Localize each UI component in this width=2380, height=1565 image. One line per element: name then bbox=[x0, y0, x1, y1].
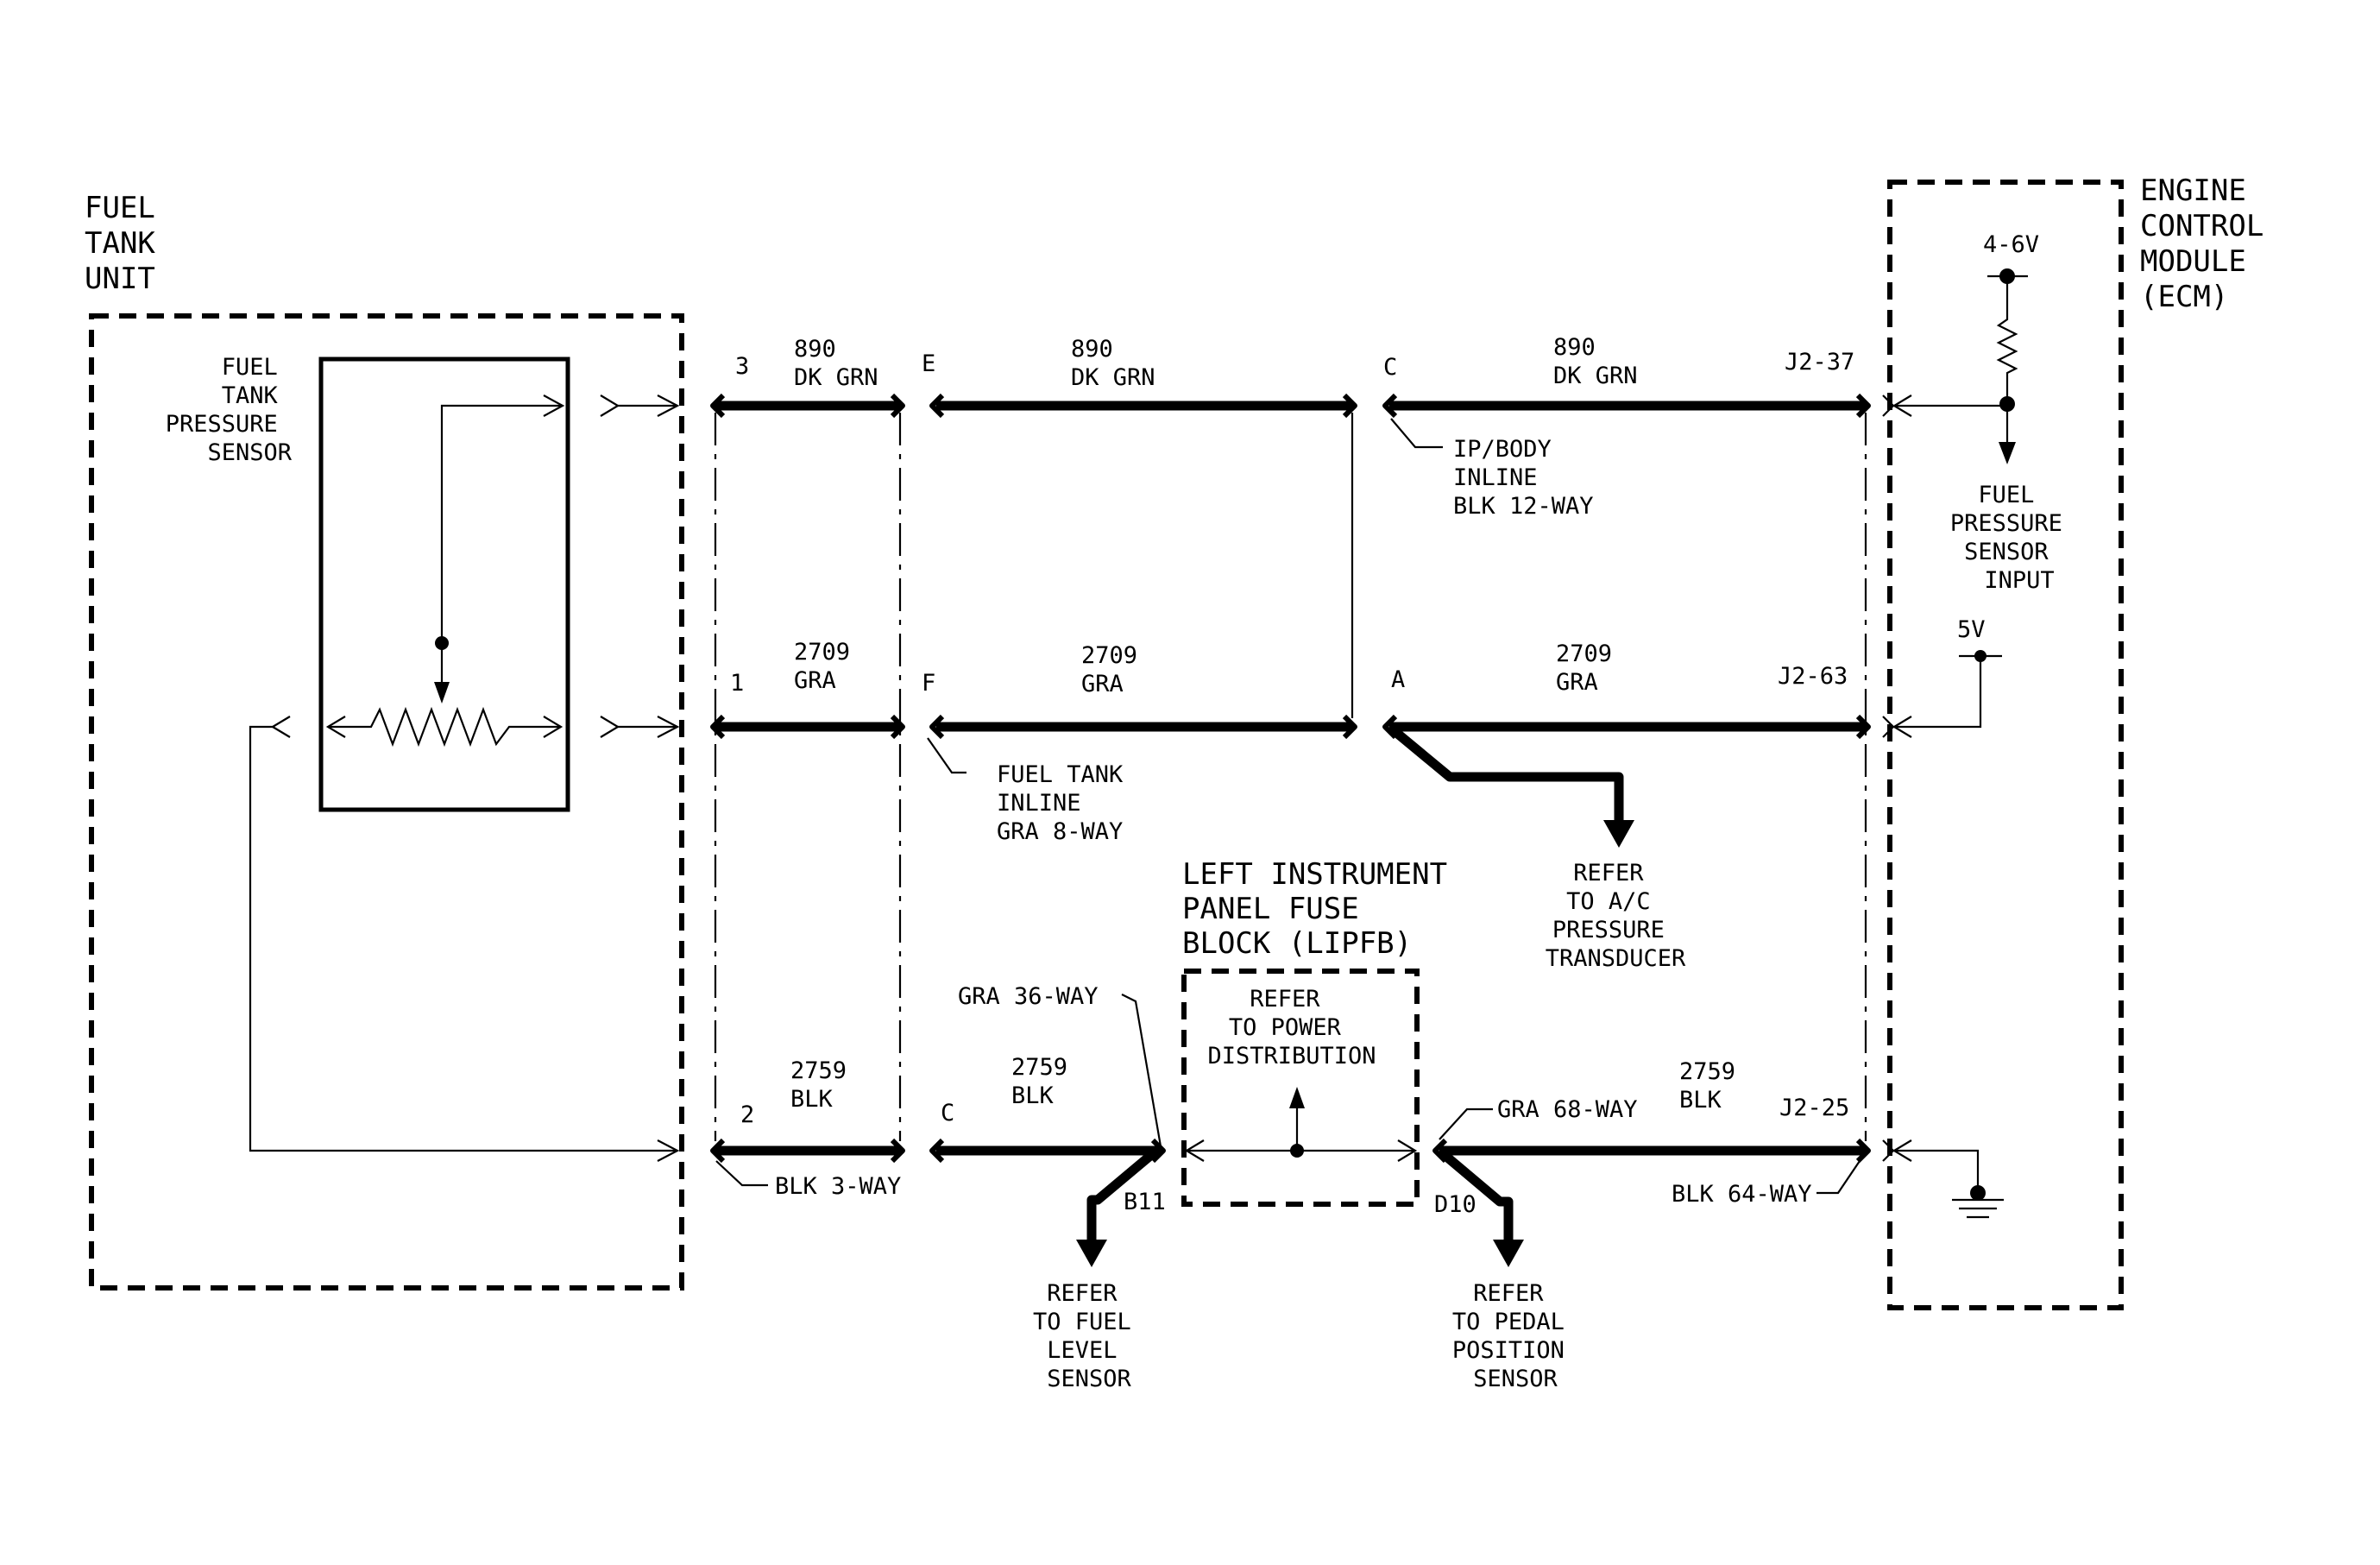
term-2709-conn1 bbox=[890, 714, 905, 740]
term-2759-conn1 bbox=[890, 1138, 905, 1164]
term-890-conn4 bbox=[1382, 393, 1398, 419]
wire-label-2709-b: 2709 GRA bbox=[1081, 642, 1151, 697]
ecm-2759-mark bbox=[1882, 1139, 1895, 1162]
ecm-pullup-resistor bbox=[1996, 276, 2018, 404]
fuel-tank-pressure-sensor-label: FUEL TANK PRESSURE SENSOR bbox=[166, 354, 293, 466]
term-2759-d10 bbox=[1432, 1138, 1448, 1164]
wiper-arrowhead-top bbox=[543, 394, 565, 417]
wire-label-2759-b: 2759 BLK bbox=[1011, 1054, 1081, 1109]
term-2709-conn4 bbox=[1382, 714, 1398, 740]
refer-pedal-position-label: REFER TO PEDAL POSITION SENSOR bbox=[1452, 1280, 1578, 1392]
pedal-branch-arrow bbox=[1493, 1240, 1524, 1267]
gra-36way-label: GRA 36-WAY bbox=[958, 983, 1099, 1010]
pin-3: 3 bbox=[735, 353, 749, 380]
pin-c-right: C bbox=[1383, 354, 1397, 381]
term-890-conn2 bbox=[929, 393, 945, 419]
fuel-tank-unit-box bbox=[89, 313, 684, 1290]
pin-e: E bbox=[922, 350, 935, 377]
ecm-ground-node bbox=[1970, 1185, 1986, 1201]
pin-c-left: C bbox=[941, 1100, 954, 1126]
gra-68way-label: GRA 68-WAY bbox=[1497, 1096, 1638, 1123]
fuel-tank-inline-leader bbox=[927, 737, 966, 774]
tank-ground-lead bbox=[249, 716, 677, 1152]
refer-ac-pressure-label: REFER TO A/C PRESSURE TRANSDUCER bbox=[1546, 860, 1686, 972]
lipfb-label: LEFT INSTRUMENT PANEL FUSE BLOCK (LIPFB) bbox=[1182, 857, 1465, 961]
fuel-level-branch-arrow bbox=[1076, 1240, 1107, 1267]
blk-3way-label: BLK 3-WAY bbox=[775, 1173, 901, 1200]
term-2709-right bbox=[1855, 714, 1871, 740]
pin-j2-63: J2-63 bbox=[1778, 663, 1848, 690]
potentiometer-resistor bbox=[328, 706, 561, 748]
wire-label-2759-c: 2759 BLK bbox=[1679, 1058, 1749, 1114]
wire-label-890-b: 890 DK GRN bbox=[1071, 336, 1155, 391]
tank-conn-top-mark bbox=[600, 394, 620, 417]
refer-power-distribution-label: REFER TO POWER DISTRIBUTION bbox=[1207, 986, 1376, 1070]
gra-68way-leader bbox=[1439, 1107, 1493, 1140]
ecm-box bbox=[1887, 180, 2124, 1310]
wiper-lead bbox=[440, 404, 561, 643]
term-890-right bbox=[1855, 393, 1871, 419]
wire-label-2709-c: 2709 GRA bbox=[1556, 641, 1626, 696]
ip-body-leader bbox=[1390, 418, 1443, 449]
ground-icon bbox=[1952, 1198, 2004, 1219]
voltage-5v-label: 5V bbox=[1957, 616, 1986, 643]
pin-j2-25: J2-25 bbox=[1779, 1095, 1849, 1121]
wire-2759-pedal-branch bbox=[1436, 1146, 1514, 1243]
term-2759-conn2 bbox=[929, 1138, 945, 1164]
fuel-tank-unit-label: FUEL TANK UNIT bbox=[85, 191, 173, 296]
term-890-conn1 bbox=[890, 393, 905, 419]
tank-ground-mark bbox=[272, 726, 291, 738]
resistor-right-arrowhead bbox=[543, 716, 564, 738]
wiper-arrow bbox=[434, 682, 450, 704]
pin-f: F bbox=[922, 670, 935, 697]
term-2709-conn3 bbox=[1342, 714, 1357, 740]
wire-label-890-c: 890 DK GRN bbox=[1553, 334, 1638, 389]
term-2759-b11 bbox=[1150, 1138, 1166, 1164]
term-2759-left bbox=[710, 1138, 726, 1164]
gra-36way-leader bbox=[1121, 994, 1162, 1147]
ecm-2709-lead bbox=[1894, 656, 1982, 729]
lipfb-bus-right-arrow bbox=[1397, 1139, 1418, 1162]
ecm-label: ENGINE CONTROL MODULE (ECM) bbox=[2140, 174, 2282, 314]
voltage-4-6v-label: 4-6V bbox=[1983, 231, 2039, 258]
ac-branch-arrow bbox=[1603, 820, 1634, 848]
ecm-input-arrow bbox=[1999, 442, 2016, 464]
wire-label-2709-a: 2709 GRA bbox=[794, 639, 864, 694]
lipfb-riser-arrow bbox=[1289, 1087, 1305, 1108]
refer-fuel-level-label: REFER TO FUEL LEVEL SENSOR bbox=[1033, 1280, 1145, 1392]
fuel-tank-pressure-sensor-box bbox=[318, 357, 570, 812]
ecm-2759-lead bbox=[1894, 1149, 1980, 1193]
wire-label-2759-a: 2759 BLK bbox=[790, 1057, 860, 1113]
term-2759-right bbox=[1855, 1138, 1871, 1164]
wire-label-890-a: 890 DK GRN bbox=[794, 336, 878, 391]
lipfb-box bbox=[1181, 969, 1420, 1207]
pin-a: A bbox=[1391, 666, 1405, 693]
term-2709-conn2 bbox=[929, 714, 945, 740]
pin-1: 1 bbox=[730, 670, 744, 697]
tank-conn-top-arrow bbox=[657, 394, 680, 417]
tank-ground-arrow bbox=[657, 1139, 680, 1162]
wire-2709-ac-branch bbox=[1386, 723, 1624, 824]
blk-64way-leader bbox=[1816, 1160, 1861, 1195]
term-890-left bbox=[710, 393, 726, 419]
lipfb-bus-left-arrow bbox=[1184, 1139, 1205, 1162]
ip-body-inline-label: IP/BODY INLINE BLK 12-WAY bbox=[1453, 436, 1594, 520]
wire-2759-fuel-level-branch bbox=[1086, 1146, 1160, 1243]
pin-2: 2 bbox=[740, 1101, 754, 1128]
ecm-890-mark bbox=[1882, 394, 1895, 417]
ecm-2709-mark bbox=[1882, 716, 1895, 738]
blk-64way-label: BLK 64-WAY bbox=[1672, 1181, 1812, 1208]
fuel-pressure-sensor-input-label: FUEL PRESSURE SENSOR INPUT bbox=[1950, 482, 2076, 594]
resistor-left-arrowhead bbox=[325, 716, 346, 738]
term-2709-left bbox=[710, 714, 726, 740]
pin-d10: D10 bbox=[1434, 1191, 1476, 1218]
tank-conn-mid-mark bbox=[600, 716, 620, 738]
pin-b11: B11 bbox=[1124, 1189, 1166, 1215]
tank-conn-mid-arrow bbox=[657, 716, 680, 738]
blk-3way-leader bbox=[715, 1160, 768, 1187]
fuel-tank-inline-label: FUEL TANK INLINE GRA 8-WAY bbox=[997, 761, 1137, 845]
term-890-conn3 bbox=[1342, 393, 1357, 419]
pin-j2-37: J2-37 bbox=[1785, 349, 1854, 375]
